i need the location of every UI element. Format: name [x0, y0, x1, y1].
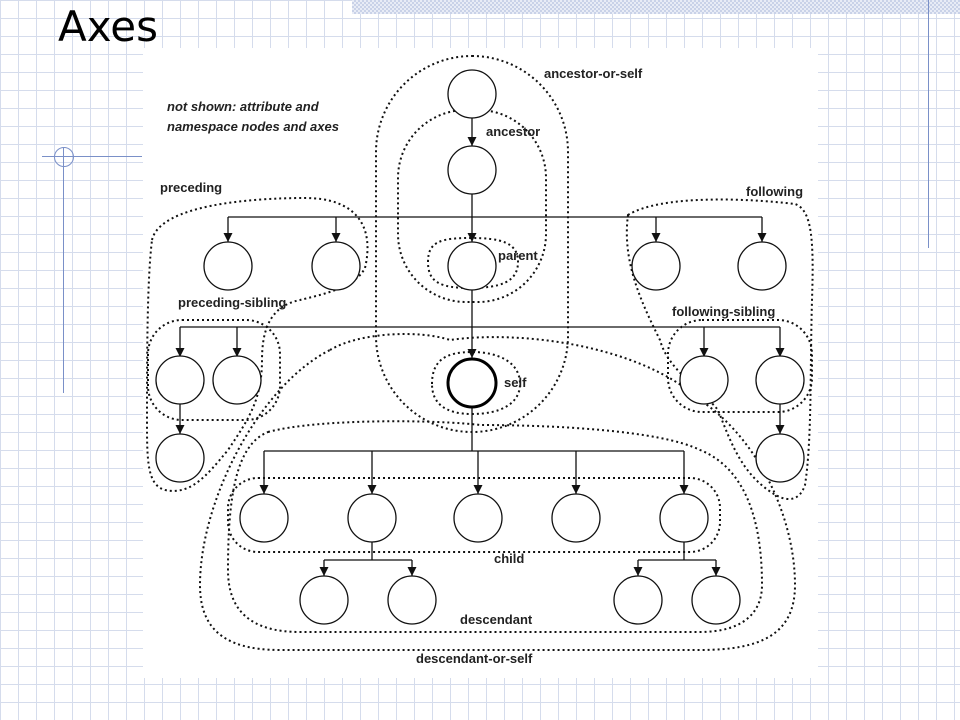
- label-parent: parent: [498, 248, 538, 263]
- node-grandchild-4: [691, 575, 741, 625]
- label-self: self: [504, 375, 527, 390]
- node-preceding-sibling-child: [155, 433, 205, 483]
- node-preceding-sibling-2: [212, 355, 262, 405]
- node-grandchild-2: [387, 575, 437, 625]
- region-preceding-sibling: [147, 319, 281, 421]
- region-parent: [426, 236, 520, 290]
- label-preceding-sibling: preceding-sibling: [178, 295, 286, 310]
- label-descendant: descendant: [460, 612, 533, 627]
- label-following-sibling: following-sibling: [672, 304, 775, 319]
- label-preceding: preceding: [160, 180, 222, 195]
- note-line-1: not shown: attribute and: [167, 99, 320, 114]
- node-parent: [447, 241, 497, 291]
- node-grandchild-3: [613, 575, 663, 625]
- node-child-1: [239, 493, 289, 543]
- node-following-sibling-2: [755, 355, 805, 405]
- node-root: [447, 69, 497, 119]
- node-following-2: [737, 241, 787, 291]
- node-child-3: [453, 493, 503, 543]
- slide-title: Axes: [58, 2, 159, 51]
- region-preceding: [146, 196, 369, 492]
- node-child-4: [551, 493, 601, 543]
- node-preceding-2: [311, 241, 361, 291]
- node-child-2: [347, 493, 397, 543]
- node-child-5: [659, 493, 709, 543]
- node-preceding-sibling-1: [155, 355, 205, 405]
- decorative-vertical-line-right: [928, 0, 929, 248]
- node-following-sibling-1: [679, 355, 729, 405]
- label-child: child: [494, 551, 524, 566]
- region-descendant: [226, 420, 764, 633]
- region-child: [227, 477, 721, 553]
- node-preceding-1: [203, 241, 253, 291]
- node-ancestor: [447, 145, 497, 195]
- note-line-2: namespace nodes and axes: [167, 119, 339, 134]
- label-following: following: [746, 184, 803, 199]
- node-following-sibling-child: [755, 433, 805, 483]
- label-ancestor: ancestor: [486, 124, 540, 139]
- node-self: [446, 357, 498, 409]
- decorative-circle: [54, 147, 74, 167]
- label-descendant-or-self: descendant-or-self: [416, 651, 533, 666]
- label-ancestor-or-self: ancestor-or-self: [544, 66, 643, 81]
- node-following-1: [631, 241, 681, 291]
- node-grandchild-1: [299, 575, 349, 625]
- decorative-vertical-line-left: [63, 148, 64, 393]
- region-following-sibling: [667, 319, 813, 413]
- region-following: [625, 198, 814, 500]
- decorative-horizontal-line-left: [42, 156, 142, 157]
- decorative-header-band: [352, 0, 960, 14]
